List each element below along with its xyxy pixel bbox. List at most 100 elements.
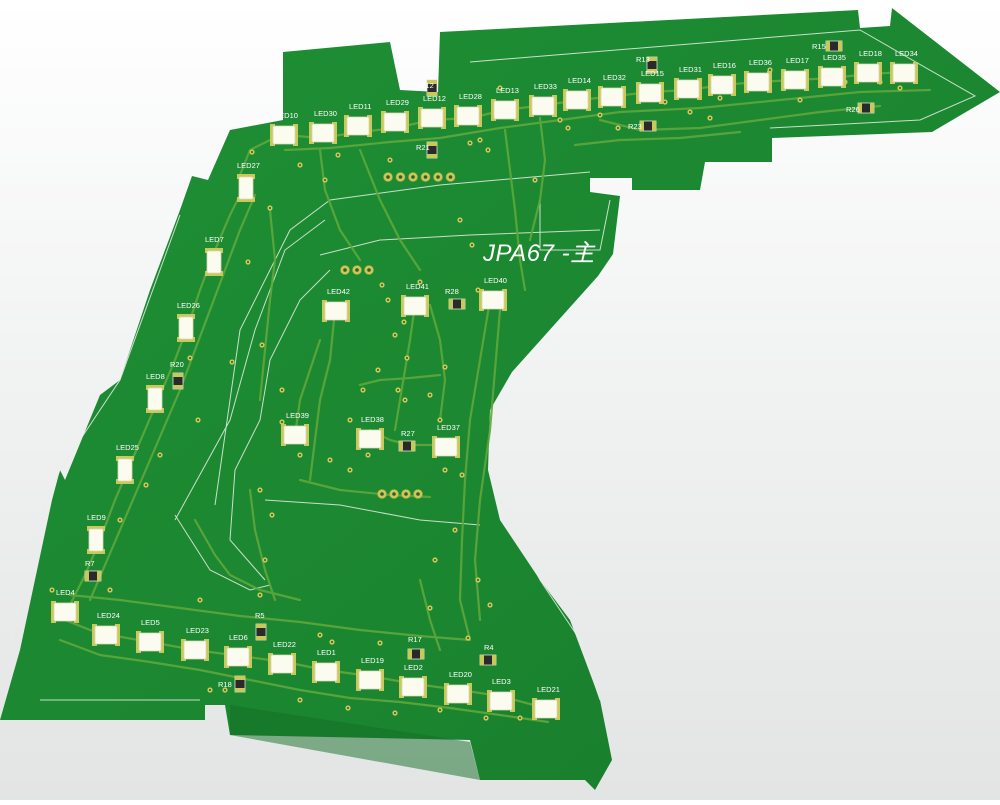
header-pin-hole <box>411 175 415 179</box>
silk-line-inner-b <box>174 219 326 521</box>
led-body <box>238 176 254 200</box>
resistor-r15: R15 <box>812 40 843 52</box>
led-pad <box>890 62 895 84</box>
led-body <box>565 90 589 110</box>
resistor-r20: R20 <box>170 360 184 390</box>
led-pad <box>356 669 361 691</box>
led-pad <box>159 631 164 653</box>
led-pad <box>116 479 134 484</box>
led-label: LED16 <box>713 61 736 70</box>
trace-27 <box>418 578 442 652</box>
via-hole <box>689 111 691 113</box>
led-body <box>676 79 700 99</box>
led-led3: LED3 <box>487 677 515 712</box>
led-body <box>358 429 382 449</box>
via-hole <box>477 579 479 581</box>
led-pad <box>744 71 749 93</box>
led-led35: LED35 <box>818 53 846 88</box>
via-hole <box>471 244 473 246</box>
via-hole <box>264 559 266 561</box>
led-led31: LED31 <box>674 65 702 100</box>
led-pad <box>555 698 560 720</box>
led-pad <box>92 624 97 646</box>
led-label: LED31 <box>679 65 702 74</box>
led-body <box>638 83 662 103</box>
resistor-r7: R7 <box>84 559 102 582</box>
led-label: LED5 <box>141 618 160 627</box>
led-pad <box>913 62 918 84</box>
led-pad <box>479 289 484 311</box>
trace-18 <box>358 148 422 272</box>
resistor-pad <box>427 80 437 84</box>
via-hole <box>379 642 381 644</box>
led-led42: LED42 <box>322 287 350 322</box>
via-hole <box>799 99 801 101</box>
via-hole <box>109 589 111 591</box>
trace-17 <box>318 148 362 262</box>
resistor-label: R18 <box>218 680 232 689</box>
resistor-pad <box>492 655 496 665</box>
via-hole <box>444 469 446 471</box>
header-top <box>383 172 456 182</box>
led-label: LED19 <box>361 656 384 665</box>
led-body <box>226 647 250 667</box>
led-pad <box>432 436 437 458</box>
led-body <box>420 108 444 128</box>
led-pad <box>177 337 195 342</box>
led-pad <box>467 683 472 705</box>
via-hole <box>367 454 369 456</box>
led-pad <box>146 385 164 390</box>
led-body <box>183 640 207 660</box>
led-label: LED13 <box>496 86 519 95</box>
resistor-r17: R17 <box>407 635 425 660</box>
silk-line-inner-e <box>264 499 481 526</box>
resistor-pad <box>647 57 657 61</box>
resistor-r21: R21 <box>416 141 438 159</box>
led-pad <box>356 428 361 450</box>
via-hole <box>499 87 501 89</box>
via-hole <box>719 97 721 99</box>
trace-26 <box>193 518 302 602</box>
via-hole <box>487 149 489 151</box>
via-hole <box>51 589 53 591</box>
led-led1: LED1 <box>312 648 340 683</box>
header-pin-hole <box>386 175 390 179</box>
resistor-pad <box>870 103 874 113</box>
led-pad <box>87 549 105 554</box>
led-label: LED29 <box>386 98 409 107</box>
via-hole <box>489 604 491 606</box>
via-hole <box>429 607 431 609</box>
silk-line-inner-d <box>229 269 331 581</box>
via-hole <box>387 299 389 301</box>
led-led8: LED8 <box>146 372 165 413</box>
led-body <box>892 63 916 83</box>
led-led41: LED41 <box>401 282 429 317</box>
via-hole <box>439 419 441 421</box>
resistor-pad <box>256 636 266 640</box>
via-hole <box>281 389 283 391</box>
trace-5 <box>88 193 257 602</box>
via-hole <box>224 689 226 691</box>
led-label: LED27 <box>237 161 260 170</box>
led-pad <box>455 436 460 458</box>
led-pad <box>510 690 515 712</box>
vias <box>49 67 903 721</box>
led-pad <box>367 115 372 137</box>
led-pad <box>767 71 772 93</box>
led-led23: LED23 <box>181 626 209 661</box>
led-led29: LED29 <box>381 98 409 133</box>
led-led17: LED17 <box>781 56 809 91</box>
led-body <box>403 296 427 316</box>
via-hole <box>429 394 431 396</box>
led-pad <box>841 66 846 88</box>
led-pad <box>379 669 384 691</box>
via-hole <box>261 344 263 346</box>
header-pin-hole <box>355 268 359 272</box>
led-led14: LED14 <box>563 76 591 111</box>
led-body <box>147 387 163 411</box>
via-hole <box>479 139 481 141</box>
via-hole <box>769 69 771 71</box>
led-pad <box>177 314 195 319</box>
